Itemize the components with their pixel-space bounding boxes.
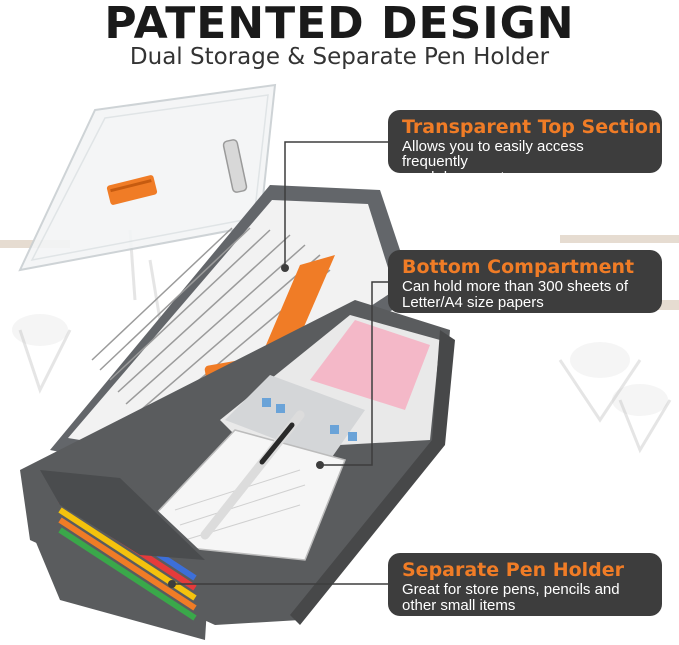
callout-description-line2: Letter/A4 size papers bbox=[402, 294, 544, 311]
callout-title: Transparent Top Section bbox=[402, 116, 662, 138]
page-subtitle: Dual Storage & Separate Pen Holder bbox=[129, 44, 550, 70]
callout-description-line1: Can hold more than 300 sheets of bbox=[402, 278, 628, 295]
callout-description-line1: Great for store pens, pencils and bbox=[402, 581, 620, 598]
callout-bottom-compartment: Bottom Compartment Can hold more than 30… bbox=[388, 250, 662, 313]
callout-title: Bottom Compartment bbox=[402, 256, 635, 278]
page-title: PATENTED DESIGN bbox=[104, 0, 575, 49]
pen-icon bbox=[200, 410, 305, 540]
callout-pen-holder: Separate Pen Holder Great for store pens… bbox=[388, 553, 662, 616]
clipboard-clip-icon bbox=[222, 139, 248, 193]
callout-description-line2: used documents bbox=[402, 169, 513, 186]
callout-transparent-top: Transparent Top Section Allows you to ea… bbox=[388, 110, 662, 185]
callout-title: Separate Pen Holder bbox=[402, 559, 625, 581]
callout-description-line2: other small items bbox=[402, 597, 516, 614]
callout-description-line1: Allows you to easily access frequently bbox=[402, 138, 584, 170]
